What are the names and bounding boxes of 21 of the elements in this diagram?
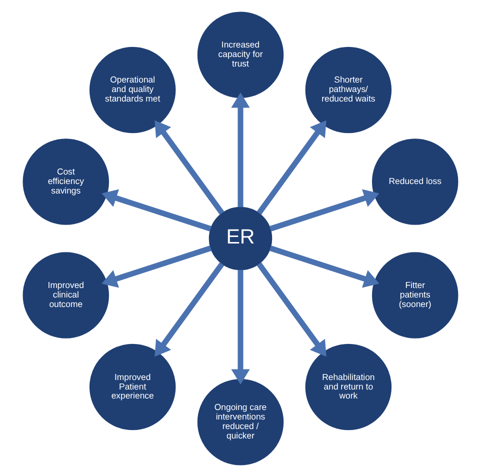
node-circle: Improved clinical outcome [22,252,109,338]
node-circle: Improved Patient experience [88,343,176,430]
arrow [268,188,379,231]
node-circle: Rehabilitation and return to work [304,343,392,430]
node-circle: Fitter patients (sooner) [371,252,458,338]
arrow [230,269,250,384]
node-circle: Shorter pathways/ reduced waits [304,46,392,133]
node-circle: Increased capacity for trust [196,11,284,98]
arrow [101,188,212,231]
node-circle: ER [208,206,272,270]
arrow [268,245,379,288]
arrow [154,120,224,214]
node-circle: Cost efficiency savings [22,138,109,224]
node-circle: Ongoing care interventions reduced / quicker [196,378,284,465]
arrow [256,120,326,214]
arrow [101,245,212,288]
arrow [256,262,326,356]
arrow [230,92,250,207]
node-circle: Reduced loss [371,138,458,224]
arrow [154,262,224,356]
node-circle: Operational and quality standards met [88,46,176,133]
